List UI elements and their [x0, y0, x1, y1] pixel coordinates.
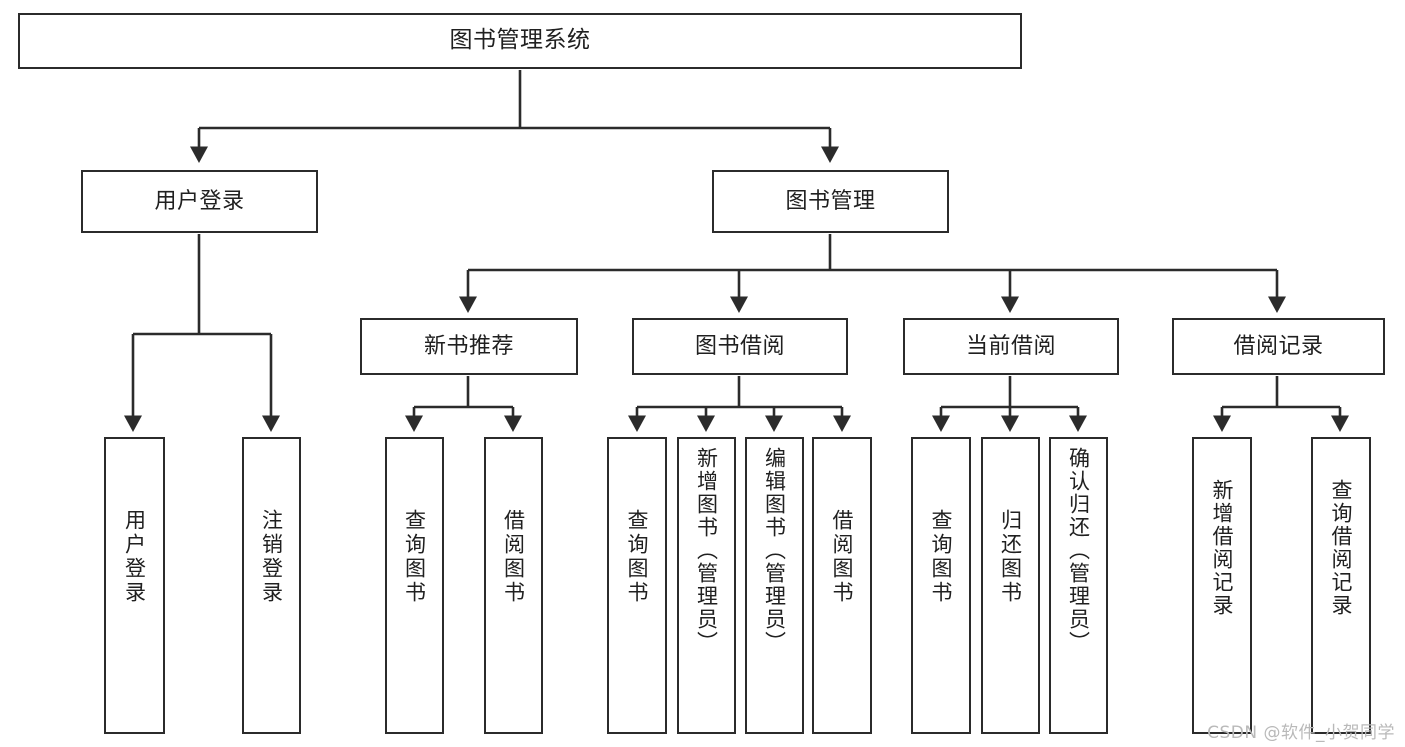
leaf-cur-query[interactable]: 查询图书: [911, 437, 971, 734]
leaf-cur-confirm[interactable]: 确认归还（管理员）: [1049, 437, 1108, 734]
node-label: 新书推荐: [423, 333, 514, 359]
leaf-cur-return[interactable]: 归还图书: [981, 437, 1040, 734]
node-label: 用户登录: [154, 188, 245, 214]
node-new-book-rec[interactable]: 新书推荐: [360, 318, 578, 375]
node-label: 查询借阅记录: [1329, 479, 1354, 617]
node-label: 图书借阅: [694, 333, 785, 359]
node-book-manage[interactable]: 图书管理: [712, 170, 949, 233]
node-root-system[interactable]: 图书管理系统: [18, 13, 1022, 69]
leaf-user-logout[interactable]: 注销登录: [242, 437, 301, 734]
leaf-rec-query[interactable]: 查询图书: [385, 437, 444, 734]
leaf-user-login[interactable]: 用户登录: [104, 437, 165, 734]
node-label: 用户登录: [122, 509, 147, 605]
node-label: 当前借阅: [965, 333, 1056, 359]
node-label: 图书管理: [785, 188, 876, 214]
node-label: 借阅图书: [830, 509, 855, 605]
node-label: 查询图书: [402, 509, 427, 605]
node-label: 查询图书: [625, 509, 650, 605]
node-label: 确认归还（管理员）: [1066, 447, 1091, 654]
leaf-borrow-edit[interactable]: 编辑图书（管理员）: [745, 437, 804, 734]
node-label: 编辑图书（管理员）: [762, 447, 787, 654]
node-label: 新增图书（管理员）: [694, 447, 719, 654]
csdn-watermark: CSDN @软件_小贺同学: [1207, 723, 1395, 743]
node-label: 借阅记录: [1233, 333, 1324, 359]
node-current-borrow[interactable]: 当前借阅: [903, 318, 1119, 375]
node-borrow-record[interactable]: 借阅记录: [1172, 318, 1385, 375]
node-label: 注销登录: [259, 509, 284, 605]
leaf-borrow-lend[interactable]: 借阅图书: [812, 437, 872, 734]
node-label: 归还图书: [998, 509, 1023, 605]
node-user-login[interactable]: 用户登录: [81, 170, 318, 233]
leaf-borrow-query[interactable]: 查询图书: [607, 437, 667, 734]
leaf-borrow-add[interactable]: 新增图书（管理员）: [677, 437, 736, 734]
leaf-rec-query2[interactable]: 查询借阅记录: [1311, 437, 1371, 734]
node-label: 新增借阅记录: [1210, 479, 1235, 617]
node-book-borrow[interactable]: 图书借阅: [632, 318, 848, 375]
leaf-rec-add[interactable]: 新增借阅记录: [1192, 437, 1252, 734]
node-label: 查询图书: [929, 509, 954, 605]
leaf-rec-borrow[interactable]: 借阅图书: [484, 437, 543, 734]
node-label: 借阅图书: [501, 509, 526, 605]
node-label: 图书管理系统: [449, 27, 591, 54]
